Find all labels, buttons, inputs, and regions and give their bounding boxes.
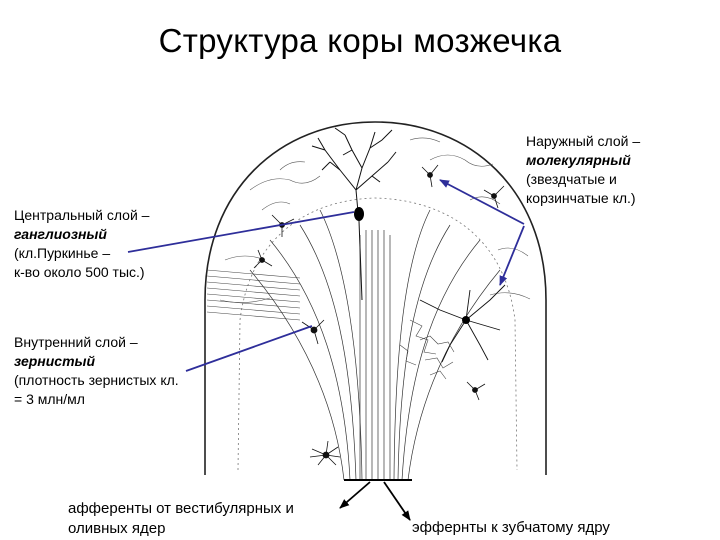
afferent-label-line1: афференты от вестибулярных и bbox=[68, 500, 294, 517]
molecular-layer-texture bbox=[219, 137, 531, 303]
inner-layer-label: Внутренний слой – зернистый (плотность з… bbox=[14, 333, 179, 409]
inner-layer-title: Внутренний слой – bbox=[14, 334, 138, 350]
outer-layer-title: Наружный слой – bbox=[526, 133, 641, 149]
pointer-central bbox=[127, 211, 355, 253]
granular-network bbox=[399, 319, 455, 380]
central-layer-name: ганглиозный bbox=[14, 226, 107, 242]
outer-layer-label: Наружный слой – молекулярный (звездчатые… bbox=[526, 132, 640, 208]
purkinje-dendrites bbox=[311, 127, 397, 213]
basket-cell-soma bbox=[462, 316, 470, 324]
central-layer-cells: (кл.Пуркинье – bbox=[14, 245, 111, 261]
afferent-arrow bbox=[339, 481, 371, 509]
afferent-label-line2: оливных ядер bbox=[68, 520, 166, 537]
inner-layer-density-value: = 3 млн/мл bbox=[14, 391, 85, 407]
efferent-label: эффернты к зубчатому ядру bbox=[412, 518, 610, 538]
central-layer-title: Центральный слой – bbox=[14, 207, 150, 223]
page-title: Структура коры мозжечка bbox=[158, 22, 562, 59]
folium-outline bbox=[204, 121, 547, 475]
outer-layer-name: молекулярный bbox=[526, 152, 631, 168]
outer-layer-cells-2: корзинчатые кл.) bbox=[526, 190, 636, 206]
pointer-outer-1 bbox=[439, 179, 525, 225]
granular-boundary bbox=[237, 197, 518, 471]
purkinje-axon bbox=[358, 220, 363, 301]
central-layer-label: Центральный слой – ганглиозный (кл.Пурки… bbox=[14, 206, 149, 282]
outer-layer-cells: (звездчатые и bbox=[526, 171, 617, 187]
efferent-arrow bbox=[383, 481, 411, 521]
purkinje-soma bbox=[354, 207, 364, 221]
pointer-inner bbox=[185, 325, 313, 372]
central-layer-count: к-во около 500 тыс.) bbox=[14, 264, 145, 280]
parallel-fibers bbox=[206, 269, 301, 321]
basket-cell bbox=[419, 284, 506, 363]
efferent-label-line1: эффернты к зубчатому ядру bbox=[412, 519, 610, 536]
scattered-neurons bbox=[253, 164, 505, 466]
inner-layer-name: зернистый bbox=[14, 353, 96, 369]
pointer-outer-2 bbox=[499, 225, 525, 286]
afferent-label: афференты от вестибулярных и оливных яде… bbox=[68, 499, 294, 539]
white-matter-fibers bbox=[249, 209, 501, 481]
inner-layer-density: (плотность зернистых кл. bbox=[14, 372, 179, 388]
